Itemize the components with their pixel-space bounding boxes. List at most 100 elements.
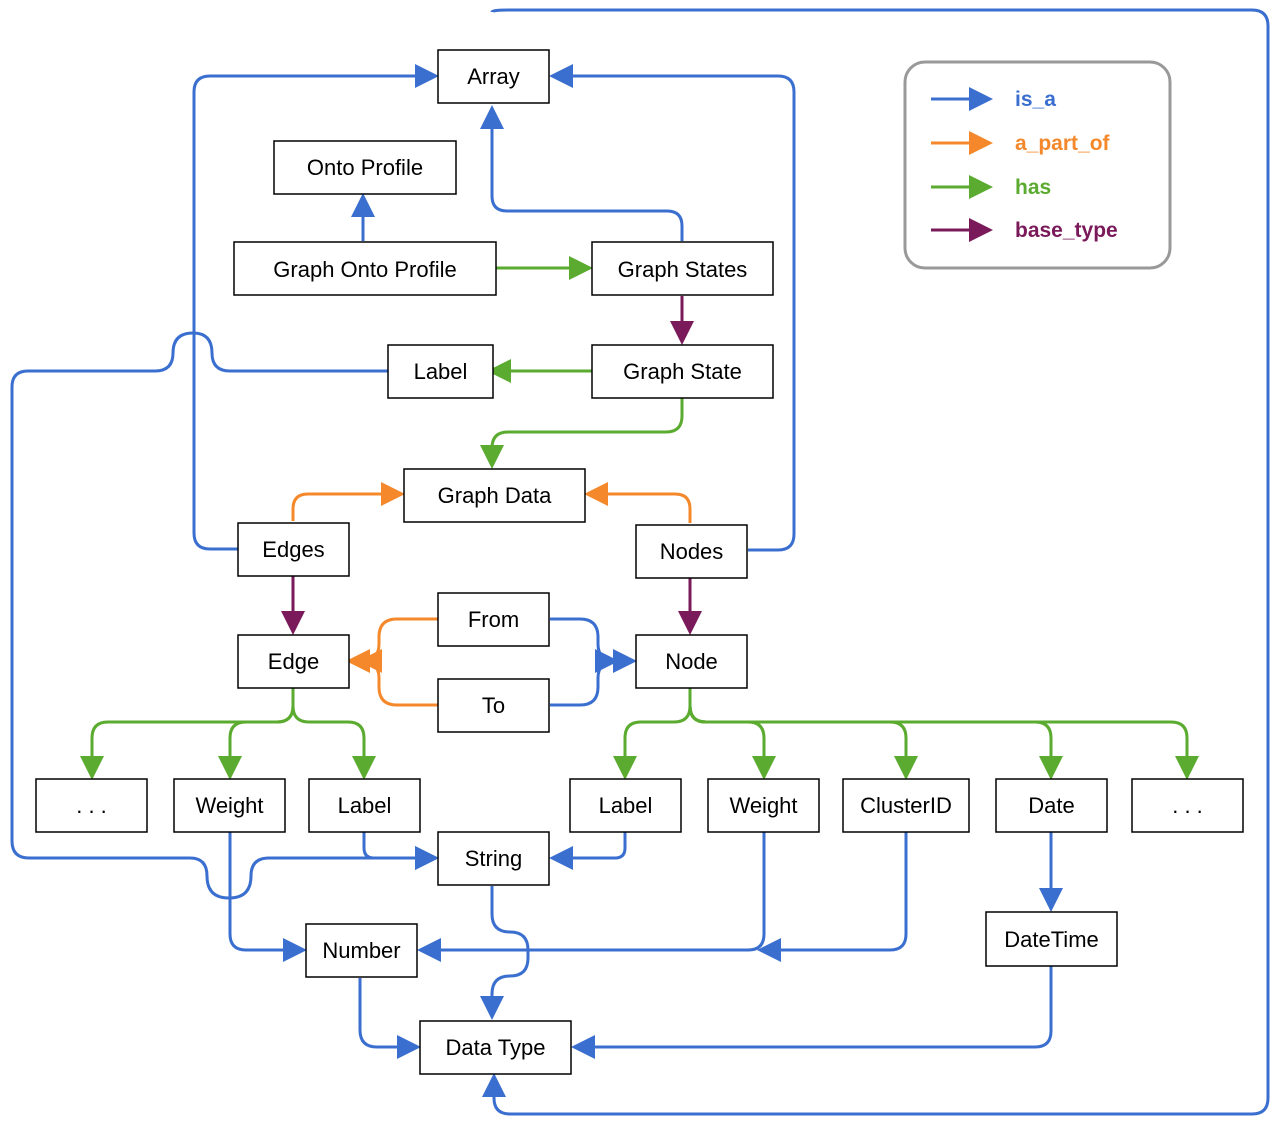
- node-box: [842, 778, 970, 833]
- edge-nodes-to-array: [549, 64, 796, 552]
- edge-cluster-id-to-number: [757, 832, 908, 962]
- node-graph-state[interactable]: Graph State: [591, 344, 774, 399]
- edge-node-to-more: [688, 705, 1199, 780]
- legend-label-is-a: is_a: [1015, 88, 1056, 111]
- legend-item-has: has: [931, 175, 1051, 199]
- edge-from-to-node: [550, 617, 637, 673]
- node-label-text: Nodes: [660, 539, 724, 564]
- edge-node-to-label: [613, 688, 692, 780]
- edge-array-to-data-type: [482, 8, 1270, 1116]
- node-box: [591, 241, 774, 296]
- node-box: [273, 140, 457, 195]
- node-data-type[interactable]: Data Type: [419, 1020, 572, 1075]
- edge-edge-label-to-string: [362, 832, 439, 870]
- node-label-text: Label: [414, 359, 468, 384]
- legend-item-base-type: base_type: [931, 218, 1118, 242]
- node-label-text: . . .: [1172, 793, 1203, 818]
- node-label-text: Graph Onto Profile: [273, 257, 456, 282]
- node-box: [635, 524, 748, 579]
- edge-graph-state-to-graph-data: [480, 398, 684, 469]
- edge-to-to-node: [550, 649, 619, 707]
- node-label-text: DateTime: [1004, 927, 1099, 952]
- node-box: [437, 678, 550, 733]
- node-graph-onto-profile[interactable]: Graph Onto Profile: [233, 241, 497, 296]
- node-box: [1131, 778, 1244, 833]
- edge-node-to-weight: [688, 705, 776, 780]
- legend-label-a-part-of: a_part_of: [1015, 132, 1111, 155]
- node-number[interactable]: Number: [305, 923, 418, 978]
- node-date[interactable]: Date: [995, 778, 1108, 833]
- edge-edge-to-more: [80, 688, 295, 780]
- edge-edge-weight-to-number: [228, 832, 307, 962]
- node-label-text: Edges: [262, 537, 324, 562]
- node-nodes[interactable]: Nodes: [635, 524, 748, 579]
- node-box: [419, 1020, 572, 1075]
- node-graph-data[interactable]: Graph Data: [403, 468, 586, 523]
- node-label-text: Edge: [268, 649, 319, 674]
- node-edge-label[interactable]: Label: [308, 778, 421, 833]
- node-box: [437, 592, 550, 647]
- legend-item-is-a: is_a: [931, 87, 1056, 111]
- node-box: [173, 778, 286, 833]
- node-box: [308, 778, 421, 833]
- node-label-text: Label: [338, 793, 392, 818]
- node-label-text: Data Type: [446, 1035, 546, 1060]
- node-box: [569, 778, 682, 833]
- edge-to-to-edge: [358, 649, 438, 707]
- node-box: [237, 634, 350, 689]
- node-edge-more[interactable]: . . .: [35, 778, 148, 833]
- node-box: [237, 522, 350, 577]
- edge-edge-to-label: [291, 705, 376, 780]
- node-box: [635, 634, 748, 689]
- edge-label-state-to-string: [10, 331, 439, 900]
- node-node-label[interactable]: Label: [569, 778, 682, 833]
- node-box: [985, 911, 1118, 967]
- node-label-text: Weight: [195, 793, 263, 818]
- edge-node-to-date: [688, 705, 1063, 780]
- node-box: [403, 468, 586, 523]
- node-box: [233, 241, 497, 296]
- node-label-text: . . .: [76, 793, 107, 818]
- node-edge-weight[interactable]: Weight: [173, 778, 286, 833]
- node-from[interactable]: From: [437, 592, 550, 647]
- node-box: [305, 923, 418, 978]
- node-box: [437, 49, 550, 104]
- edge-graph-states-to-array: [480, 105, 684, 241]
- node-box: [591, 344, 774, 399]
- node-label-text: Graph States: [618, 257, 748, 282]
- edge-datetime-to-data-type: [571, 966, 1053, 1059]
- node-label-text: From: [468, 607, 519, 632]
- node-edges[interactable]: Edges: [237, 522, 350, 577]
- node-label-text: Number: [322, 938, 400, 963]
- edge-from-to-edge: [346, 617, 438, 673]
- node-box: [995, 778, 1108, 833]
- legend: is_a a_part_of has base_type: [903, 60, 1172, 270]
- node-array[interactable]: Array: [437, 49, 550, 104]
- edge-number-to-data-type: [358, 978, 421, 1059]
- edge-node-label-to-string: [549, 832, 627, 870]
- node-onto-profile[interactable]: Onto Profile: [273, 140, 457, 195]
- node-box: [437, 831, 550, 886]
- node-edge[interactable]: Edge: [237, 634, 350, 689]
- node-box: [35, 778, 148, 833]
- node-box: [707, 778, 820, 833]
- node-node-weight[interactable]: Weight: [707, 778, 820, 833]
- edge-edges-to-array: [192, 64, 439, 551]
- node-datetime[interactable]: DateTime: [985, 911, 1118, 967]
- node-label-text: To: [482, 693, 505, 718]
- node-label-state[interactable]: Label: [387, 344, 494, 399]
- node-node[interactable]: Node: [635, 634, 748, 689]
- node-string[interactable]: String: [437, 831, 550, 886]
- node-label-text: Onto Profile: [307, 155, 423, 180]
- edge-string-to-data-type: [480, 886, 530, 1020]
- node-label-text: String: [465, 846, 522, 871]
- node-node-more[interactable]: . . .: [1131, 778, 1244, 833]
- legend-item-a-part-of: a_part_of: [931, 131, 1111, 155]
- legend-label-base-type: base_type: [1015, 219, 1118, 242]
- node-graph-states[interactable]: Graph States: [591, 241, 774, 296]
- node-to[interactable]: To: [437, 678, 550, 733]
- node-label-text: Graph State: [623, 359, 742, 384]
- node-cluster-id[interactable]: ClusterID: [842, 778, 970, 833]
- node-label-text: Label: [599, 793, 653, 818]
